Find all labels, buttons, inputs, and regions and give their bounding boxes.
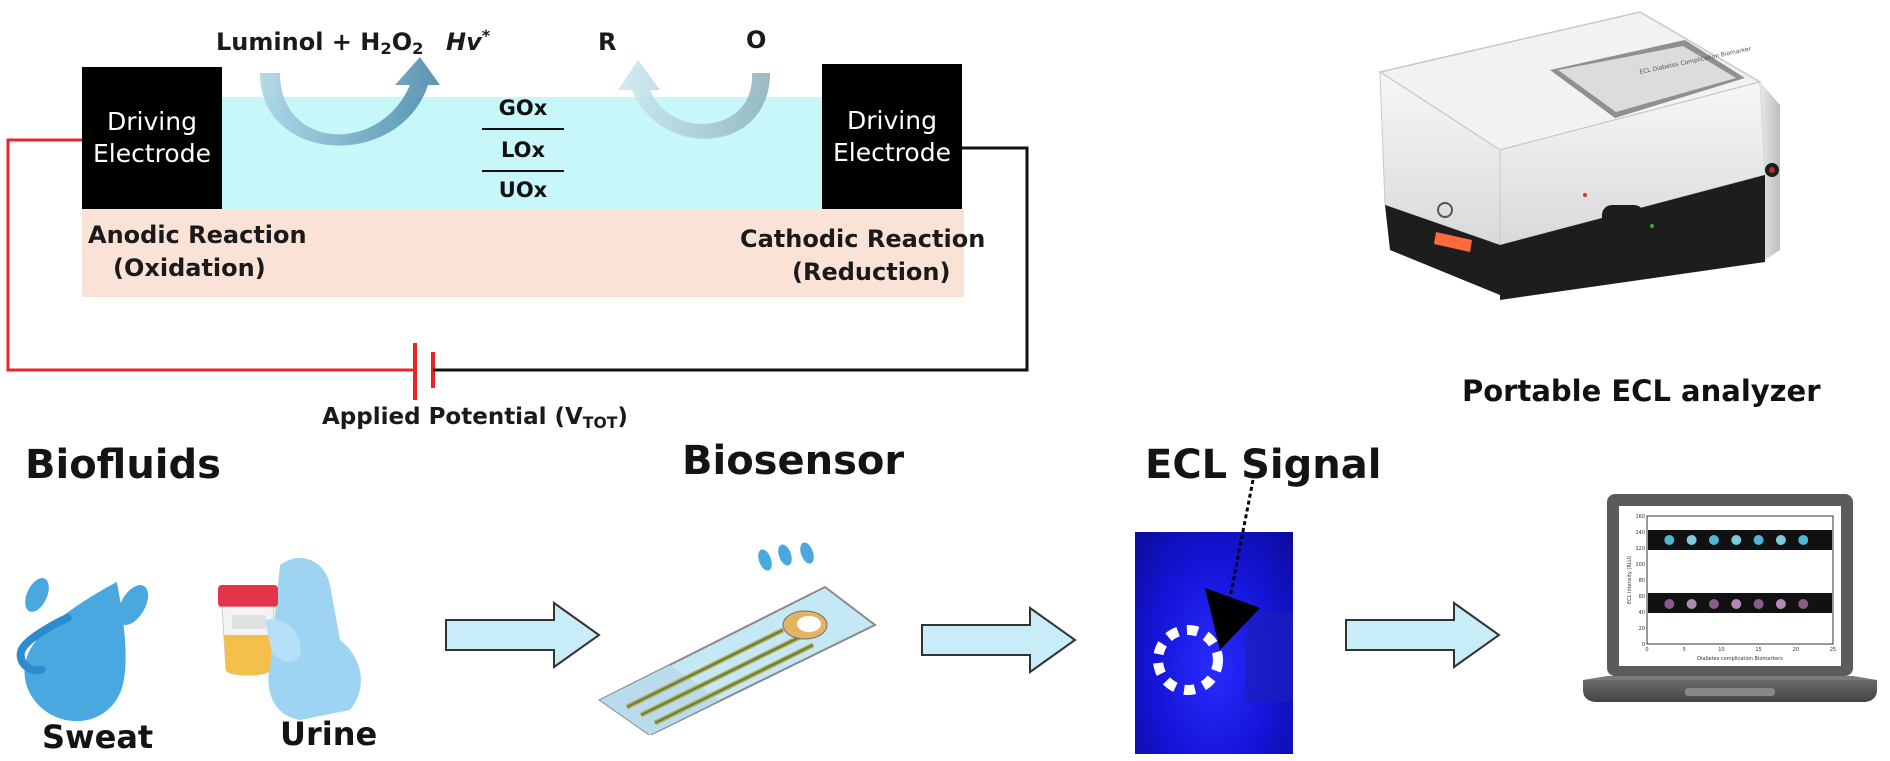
enzyme-lox: LOx bbox=[500, 138, 546, 162]
anodic-reaction-label: Anodic Reaction bbox=[88, 221, 307, 249]
laptop-icon: 160 140 120 100 80 60 40 20 0 0 5 10 15 20 25 ECL Int… bbox=[1583, 494, 1877, 702]
flow-arrow-1-icon bbox=[445, 601, 601, 669]
flow-arrow-2-icon bbox=[921, 606, 1077, 674]
chart-point bbox=[1775, 535, 1786, 545]
anodic-oxidation-label: (Oxidation) bbox=[113, 254, 266, 282]
right-electrode-line2: Electrode bbox=[833, 137, 951, 167]
chart-point bbox=[1775, 599, 1786, 609]
right-driving-electrode: Driving Electrode bbox=[822, 64, 962, 209]
chart-point bbox=[1753, 599, 1764, 609]
o-label: O bbox=[746, 26, 767, 54]
chart-x-tick: 25 bbox=[1830, 647, 1836, 653]
chart-point bbox=[1798, 535, 1809, 545]
chart-point bbox=[1664, 535, 1675, 545]
black-wire bbox=[433, 146, 1029, 372]
electrolyte-band bbox=[222, 97, 822, 209]
chart-y-tick: 40 bbox=[1639, 610, 1645, 616]
analyzer-device-icon: ECL Diabetes Complication Biomarker bbox=[1378, 11, 1780, 300]
chart-point bbox=[1753, 535, 1764, 545]
chart-x-tick: 10 bbox=[1718, 647, 1724, 653]
chart-y-tick: 60 bbox=[1639, 594, 1645, 600]
sweat-drops-icon bbox=[16, 578, 149, 722]
urine-sample-icon bbox=[218, 557, 361, 720]
flow-arrow-3-icon bbox=[1345, 601, 1501, 669]
enzyme-divider-1 bbox=[482, 128, 564, 130]
chart-y-tick: 80 bbox=[1639, 578, 1645, 584]
chart-y-tick: 100 bbox=[1635, 562, 1645, 568]
ecl-signal-overlay bbox=[1153, 479, 1260, 695]
chart-y-tick: 160 bbox=[1635, 514, 1645, 520]
left-driving-electrode: Driving Electrode bbox=[82, 67, 222, 209]
chart-point bbox=[1686, 599, 1697, 609]
reaction-band bbox=[82, 209, 964, 297]
chart-point bbox=[1731, 535, 1742, 545]
ecl-signal-title: ECL Signal bbox=[1145, 442, 1382, 488]
ecl-emission-ring bbox=[1153, 625, 1223, 695]
chart-point bbox=[1708, 535, 1719, 545]
chart-y-tick: 120 bbox=[1635, 546, 1645, 552]
chart-x-tick: 0 bbox=[1645, 647, 1648, 653]
laptop-chart: 160 140 120 100 80 60 40 20 0 0 5 10 15 20 25 ECL Int… bbox=[1627, 514, 1836, 662]
chart-point bbox=[1731, 599, 1742, 609]
analyzer-caption: Portable ECL analyzer bbox=[1462, 374, 1821, 408]
chart-point bbox=[1664, 599, 1675, 609]
right-electrode-line1: Driving bbox=[847, 105, 937, 135]
chart-y-tick: 20 bbox=[1639, 626, 1645, 632]
chart-x-axis-label: Diabetes complication Biomarkers bbox=[1697, 656, 1783, 662]
ecl-signal-image bbox=[1135, 532, 1293, 754]
hv-label: Hv* bbox=[446, 26, 491, 56]
cathodic-reduction-label: (Reduction) bbox=[792, 258, 951, 286]
chart-x-tick: 15 bbox=[1755, 647, 1761, 653]
enzyme-uox: UOx bbox=[498, 178, 548, 202]
chart-x-tick: 5 bbox=[1683, 647, 1686, 653]
chart-point bbox=[1708, 599, 1719, 609]
cathodic-reaction-label: Cathodic Reaction bbox=[740, 225, 986, 253]
biosensor-strip-icon bbox=[598, 542, 877, 735]
chart-point bbox=[1686, 535, 1697, 545]
chart-y-tick: 140 bbox=[1635, 530, 1645, 536]
urine-label: Urine bbox=[280, 715, 378, 753]
applied-potential-label: Applied Potential (VTOT) bbox=[322, 404, 628, 432]
biofluids-title: Biofluids bbox=[25, 442, 221, 488]
chart-y-axis-label: ECL Intensity (RLU) bbox=[1627, 556, 1633, 604]
chart-x-tick: 20 bbox=[1793, 647, 1799, 653]
biosensor-title: Biosensor bbox=[682, 438, 905, 484]
left-electrode-line1: Driving bbox=[107, 107, 197, 136]
chart-point bbox=[1798, 599, 1809, 609]
enzyme-gox: GOx bbox=[498, 96, 548, 120]
sweat-label: Sweat bbox=[42, 718, 154, 756]
red-wire bbox=[6, 138, 415, 372]
reaction-arrows bbox=[260, 57, 770, 146]
enzyme-divider-2 bbox=[482, 170, 564, 172]
signal-pointer-arrow-icon bbox=[1205, 588, 1260, 650]
r-label: R bbox=[598, 28, 617, 56]
left-electrode-line2: Electrode bbox=[93, 139, 211, 168]
circuit-wires bbox=[6, 138, 1029, 400]
redox-arc-arrow-icon bbox=[618, 60, 770, 139]
luminol-arc-arrow-icon bbox=[260, 57, 440, 146]
luminol-label: Luminol + H2O2 bbox=[216, 28, 424, 59]
chart-y-tick: 0 bbox=[1642, 642, 1645, 648]
